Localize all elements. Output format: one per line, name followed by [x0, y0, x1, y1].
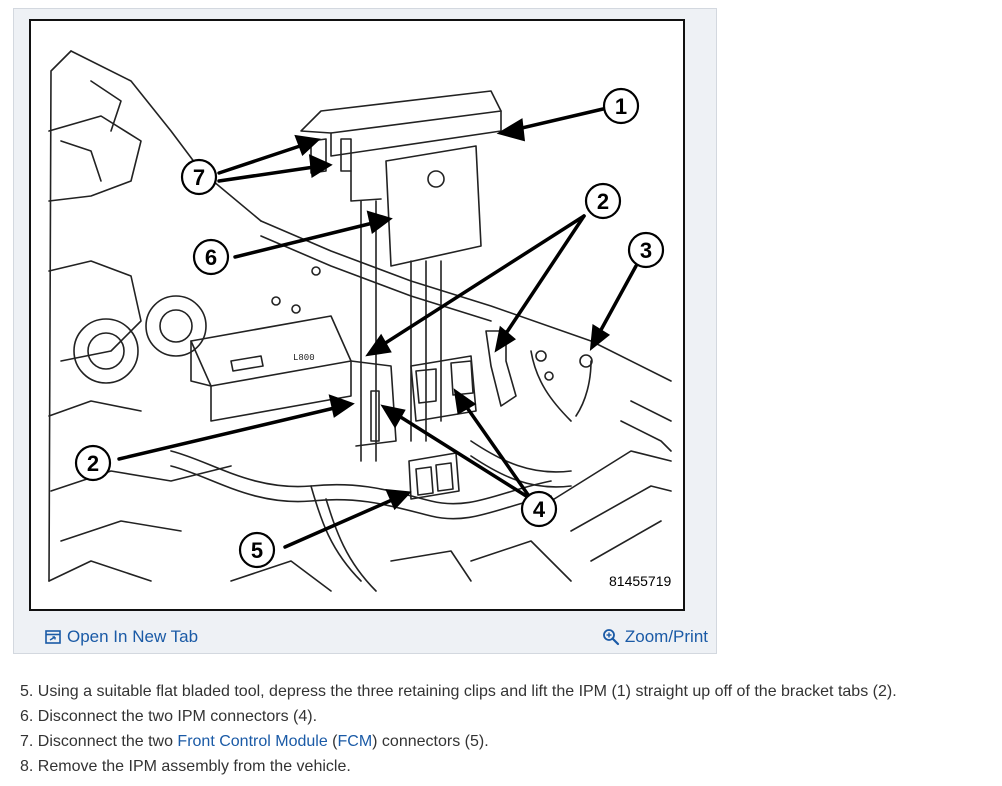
callout-2-bottom: 2	[74, 444, 112, 482]
callout-5: 5	[238, 531, 276, 569]
zoom-icon	[602, 628, 620, 646]
svg-text:3: 3	[640, 238, 652, 263]
front-control-module-link[interactable]: Front Control Module	[177, 733, 328, 750]
zoom-print-link[interactable]: Zoom/Print	[602, 627, 708, 647]
open-in-new-tab-label: Open In New Tab	[67, 627, 199, 646]
svg-text:2: 2	[87, 451, 99, 476]
step-6: 6. Disconnect the two IPM connectors (4)…	[20, 708, 318, 725]
svg-text:6: 6	[205, 245, 217, 270]
svg-text:5: 5	[251, 538, 263, 563]
step-8: 8. Remove the IPM assembly from the vehi…	[20, 758, 351, 775]
catalog-number: 81455719	[609, 573, 672, 589]
step-7: 7. Disconnect the two Front Control Modu…	[20, 733, 489, 750]
svg-text:7: 7	[193, 165, 205, 190]
open-in-new-tab-link[interactable]: Open In New Tab	[44, 627, 198, 647]
callout-4: 4	[520, 490, 558, 528]
svg-text:1: 1	[615, 94, 627, 119]
callout-3: 3	[627, 231, 665, 269]
ipm-removal-diagram[interactable]: 1 2 3 6 7 2 4	[29, 19, 685, 611]
zoom-print-label: Zoom/Print	[624, 627, 708, 646]
svg-text:4: 4	[533, 497, 546, 522]
svg-text:2: 2	[597, 189, 609, 214]
step-5: 5. Using a suitable flat bladed tool, de…	[20, 683, 897, 700]
callout-7: 7	[180, 158, 218, 196]
open-tab-icon	[44, 628, 62, 646]
part-label: L800	[293, 353, 315, 363]
procedure-steps: 5. Using a suitable flat bladed tool, de…	[20, 679, 1000, 779]
callout-6: 6	[192, 238, 230, 276]
callout-1: 1	[602, 87, 640, 125]
figure-card: 1 2 3 6 7 2 4	[13, 8, 717, 654]
callout-2-top: 2	[584, 182, 622, 220]
diagram-drawing: 1 2 3 6 7 2 4	[48, 50, 672, 592]
fcm-link[interactable]: FCM	[337, 733, 373, 750]
